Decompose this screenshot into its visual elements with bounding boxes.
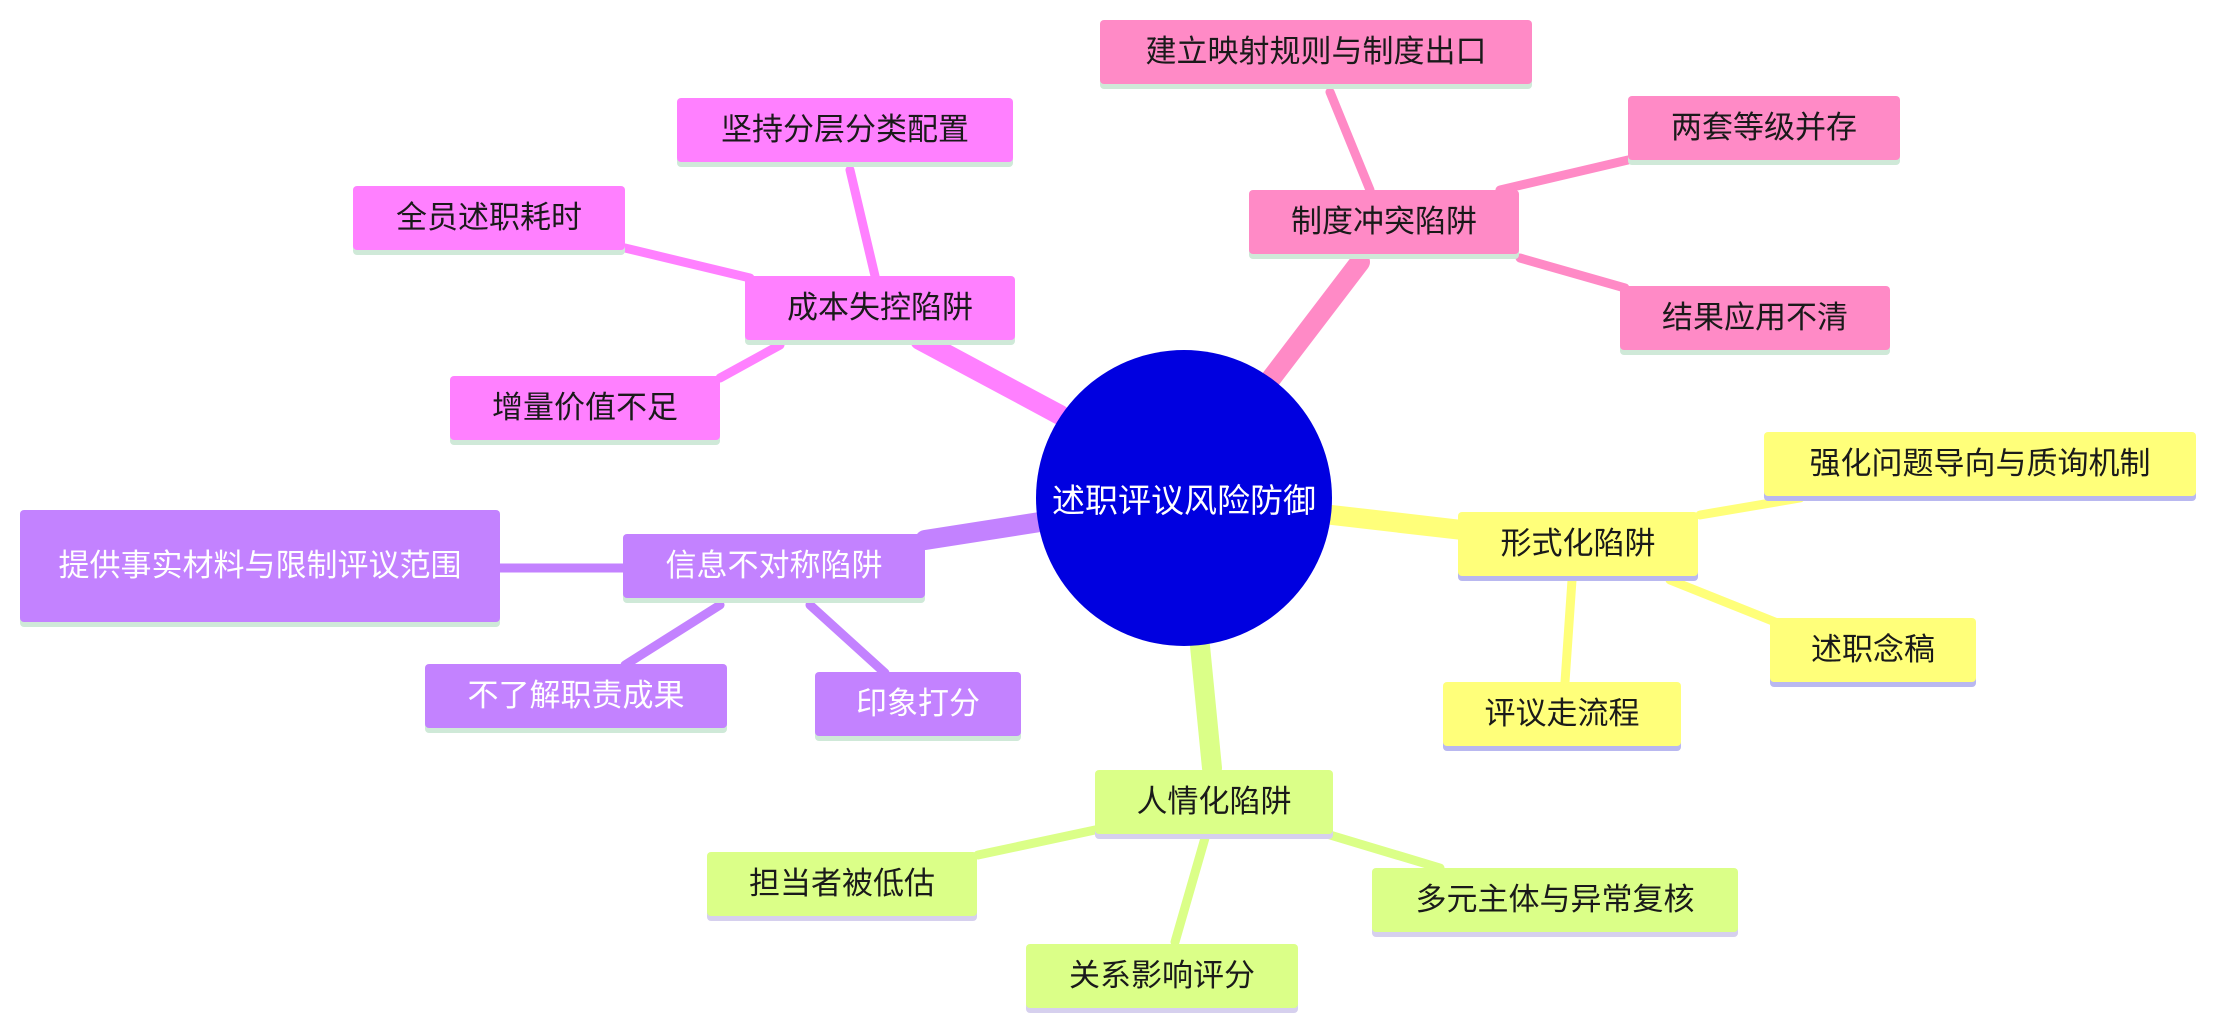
edge-info-2 (620, 600, 725, 670)
edge-formal-2 (1665, 575, 1780, 627)
branch-system[interactable]: 制度冲突陷阱 (1249, 190, 1519, 254)
branch-favor[interactable]: 人情化陷阱 (1095, 770, 1333, 834)
leaf-cost-2[interactable]: 全员述职耗时 (353, 186, 625, 250)
edge-formal-3 (1560, 575, 1577, 687)
leaf-system-2-label: 两套等级并存 (1671, 110, 1857, 146)
leaf-info-3-label: 印象打分 (856, 686, 980, 722)
leaf-cost-1-label: 坚持分层分类配置 (721, 112, 969, 148)
leaf-formal-3[interactable]: 评议走流程 (1443, 682, 1681, 746)
edge-formal-1 (1695, 493, 1805, 520)
edge-cost-1 (845, 165, 880, 281)
leaf-info-2-label: 不了解职责成果 (467, 678, 685, 714)
leaf-cost-2-label: 全员述职耗时 (396, 200, 582, 236)
edge-system-1 (1325, 87, 1375, 195)
leaf-info-1[interactable]: 提供事实材料与限制评议范围 (20, 510, 500, 622)
center-label: 述职评议风险防御 (1052, 481, 1316, 520)
edge-favor-2 (1170, 833, 1210, 947)
leaf-favor-2-label: 关系影响评分 (1069, 958, 1255, 994)
leaf-cost-1[interactable]: 坚持分层分类配置 (677, 98, 1013, 162)
edge-center-favor (1190, 636, 1222, 778)
edge-center-formal (1322, 505, 1472, 540)
edge-center-cost (910, 330, 1070, 425)
edge-system-2 (1495, 155, 1633, 195)
leaf-cost-3-label: 增量价值不足 (492, 390, 678, 426)
edge-center-info (915, 512, 1050, 550)
leaf-info-3[interactable]: 印象打分 (815, 672, 1021, 736)
edge-cost-3 (715, 340, 785, 383)
edge-center-system (1260, 252, 1370, 390)
leaf-formal-2-label: 述职念稿 (1811, 632, 1935, 668)
branch-formal-label: 形式化陷阱 (1500, 526, 1656, 562)
edge-system-3 (1515, 253, 1630, 293)
leaf-favor-3[interactable]: 多元主体与异常复核 (1372, 868, 1738, 932)
center-node[interactable]: 述职评议风险防御 (1036, 350, 1332, 646)
leaf-system-3-label: 结果应用不清 (1662, 300, 1848, 336)
branch-system-label: 制度冲突陷阱 (1291, 204, 1477, 240)
leaf-system-1-label: 建立映射规则与制度出口 (1145, 34, 1487, 70)
edge-favor-3 (1325, 830, 1445, 873)
leaf-info-2[interactable]: 不了解职责成果 (425, 664, 727, 728)
leaf-system-3[interactable]: 结果应用不清 (1620, 286, 1890, 350)
leaf-info-1-label: 提供事实材料与限制评议范围 (58, 548, 462, 584)
leaf-favor-3-label: 多元主体与异常复核 (1415, 882, 1695, 918)
branch-favor-label: 人情化陷阱 (1136, 784, 1292, 820)
branch-cost[interactable]: 成本失控陷阱 (745, 276, 1015, 340)
branch-info[interactable]: 信息不对称陷阱 (623, 534, 925, 598)
leaf-formal-1[interactable]: 强化问题导向与质询机制 (1764, 432, 2196, 496)
leaf-formal-1-label: 强化问题导向与质询机制 (1809, 446, 2151, 482)
edge-favor-1 (973, 825, 1100, 860)
leaf-cost-3[interactable]: 增量价值不足 (450, 376, 720, 440)
leaf-favor-1[interactable]: 担当者被低估 (707, 852, 977, 916)
leaf-system-2[interactable]: 两套等级并存 (1628, 96, 1900, 160)
leaf-system-1[interactable]: 建立映射规则与制度出口 (1100, 20, 1532, 84)
leaf-formal-3-label: 评议走流程 (1484, 696, 1640, 732)
branch-info-label: 信息不对称陷阱 (665, 548, 883, 584)
leaf-formal-2[interactable]: 述职念稿 (1770, 618, 1976, 682)
edge-info-3 (805, 600, 890, 678)
leaf-favor-2[interactable]: 关系影响评分 (1026, 944, 1298, 1008)
edge-cost-2 (620, 243, 755, 283)
branch-formal[interactable]: 形式化陷阱 (1458, 512, 1698, 576)
leaf-favor-1-label: 担当者被低估 (749, 866, 935, 902)
branch-cost-label: 成本失控陷阱 (787, 290, 973, 326)
